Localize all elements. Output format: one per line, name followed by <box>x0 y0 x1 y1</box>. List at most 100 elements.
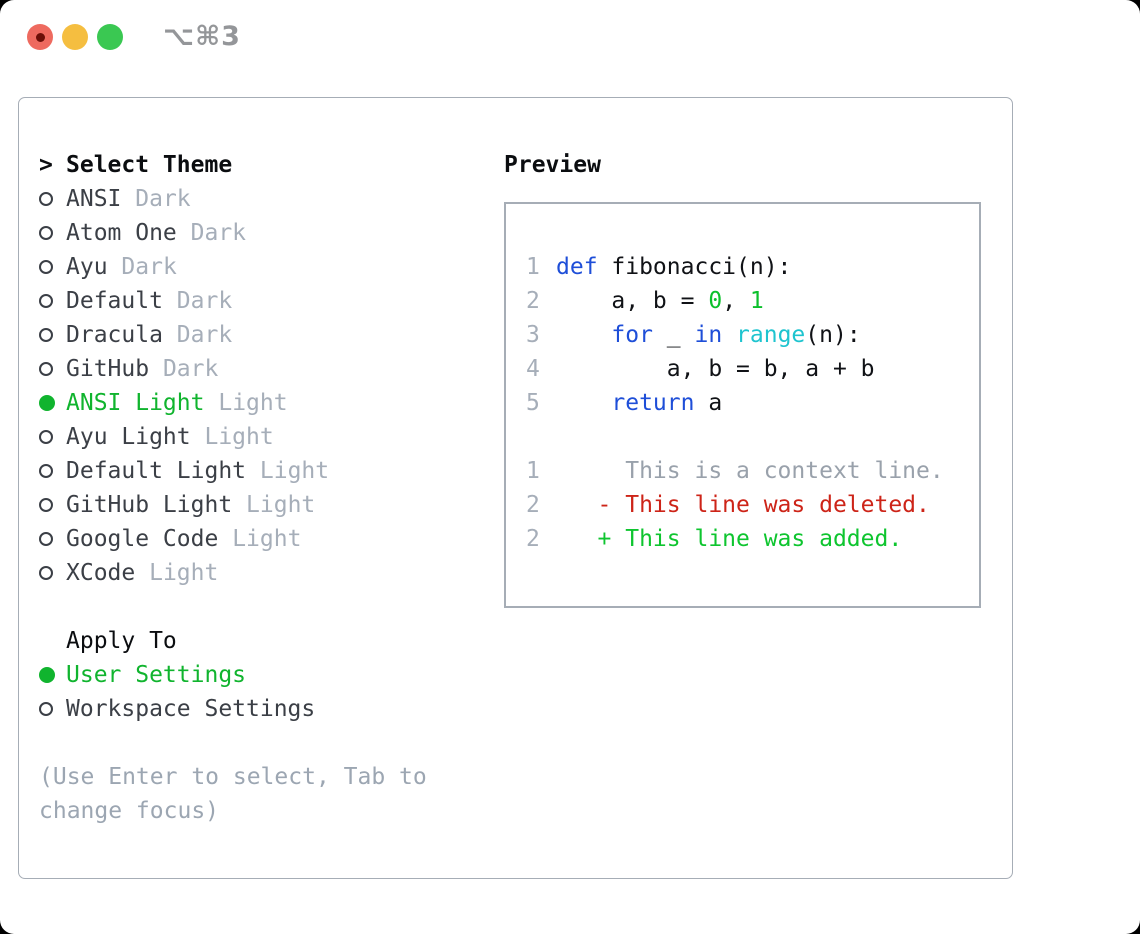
theme-option[interactable]: ANSI Dark <box>39 182 489 216</box>
traffic-lights <box>27 24 123 50</box>
code-token: for <box>611 322 653 348</box>
code-line: 1 def fibonacci(n): <box>526 250 979 284</box>
radio-unselected-icon <box>39 328 66 342</box>
code-token: (n): <box>805 322 861 348</box>
theme-option-text: Default Dark <box>66 284 232 318</box>
code-text: return a <box>556 386 722 420</box>
code-token: 1 <box>749 288 764 314</box>
theme-option-text: Atom One Dark <box>66 216 246 250</box>
theme-option[interactable]: Default Light Light <box>39 454 489 488</box>
radio-unselected-icon <box>39 532 66 546</box>
line-number: 4 <box>526 356 540 382</box>
close-button[interactable] <box>27 24 53 50</box>
theme-option-text: Dracula Dark <box>66 318 232 352</box>
code-token: fibonacci(n): <box>597 254 792 280</box>
theme-option[interactable]: Ayu Light Light <box>39 420 489 454</box>
diff-text: This is a context line. <box>556 458 944 484</box>
code-line: 5 return a <box>526 386 979 420</box>
radio-circle <box>39 362 53 376</box>
theme-option[interactable]: GitHub Dark <box>39 352 489 386</box>
code-token <box>556 390 611 416</box>
apply-to-option-text: User Settings <box>66 658 246 692</box>
theme-option[interactable]: Atom One Dark <box>39 216 489 250</box>
line-number: 1 <box>526 458 540 484</box>
radio-unselected-icon <box>39 498 66 512</box>
preview-label: Preview <box>504 152 601 178</box>
radio-unselected-icon <box>39 192 66 206</box>
radio-circle <box>39 328 53 342</box>
theme-name: GitHub Light <box>66 492 233 518</box>
radio-circle <box>39 464 53 478</box>
radio-circle <box>39 702 53 716</box>
apply-to-option[interactable]: User Settings <box>39 658 489 692</box>
apply-to-option[interactable]: Workspace Settings <box>39 692 489 726</box>
diff-line: 2 + This line was added. <box>526 522 979 556</box>
theme-variant-tag: Light <box>232 526 302 552</box>
select-theme-header: > Select Theme <box>39 148 489 182</box>
select-theme-label: Select Theme <box>66 152 233 178</box>
code-token: a <box>694 390 723 416</box>
hint-text: (Use Enter to select, Tab to change focu… <box>39 764 427 824</box>
theme-name: ANSI Light <box>66 390 205 416</box>
theme-option-text: Ayu Dark <box>66 250 177 284</box>
apply-to-name: User Settings <box>66 662 247 688</box>
line-number: 3 <box>526 322 540 348</box>
minimize-button[interactable] <box>62 24 88 50</box>
radio-circle <box>39 667 55 683</box>
close-dot-icon <box>35 32 45 42</box>
theme-option-text: Google Code Light <box>66 522 301 556</box>
theme-name: Ayu Light <box>66 424 191 450</box>
apply-to-name: Workspace Settings <box>66 696 316 722</box>
theme-variant-tag: Light <box>259 458 330 484</box>
code-token: def <box>556 254 598 280</box>
theme-option[interactable]: ANSI Light Light <box>39 386 489 420</box>
theme-option[interactable]: Default Dark <box>39 284 489 318</box>
theme-variant-tag: Dark <box>190 220 247 246</box>
theme-name: Atom One <box>66 220 177 246</box>
radio-unselected-icon <box>39 294 66 308</box>
line-number: 5 <box>526 390 540 416</box>
code-text: for _ in range(n): <box>556 318 861 352</box>
code-token <box>556 322 611 348</box>
theme-name: Default Light <box>66 458 247 484</box>
theme-name: ANSI <box>66 186 122 212</box>
diff-line: 1 This is a context line. <box>526 454 979 488</box>
theme-variant-tag: Dark <box>135 186 191 212</box>
line-number: 1 <box>526 254 540 280</box>
code-token: _ <box>652 322 695 348</box>
code-token: , <box>722 288 750 314</box>
code-token: a, b = <box>556 288 709 314</box>
theme-option[interactable]: Ayu Dark <box>39 250 489 284</box>
radio-circle <box>39 532 53 546</box>
theme-option[interactable]: GitHub Light Light <box>39 488 489 522</box>
diff-lines: 1 This is a context line.2 - This line w… <box>526 454 979 556</box>
theme-name: Ayu <box>66 254 108 280</box>
radio-circle <box>39 260 53 274</box>
theme-variant-tag: Dark <box>176 322 233 348</box>
theme-variant-tag: Dark <box>162 356 219 382</box>
theme-option[interactable]: XCode Light <box>39 556 489 590</box>
theme-option[interactable]: Dracula Dark <box>39 318 489 352</box>
code-line: 4 a, b = b, a + b <box>526 352 979 386</box>
code-lines: 1 def fibonacci(n): 2 a, b = 0, 1 3 for _ i… <box>526 250 979 420</box>
code-token: 0 <box>708 288 723 314</box>
theme-variant-tag: Light <box>204 424 274 450</box>
preview-box: 1 def fibonacci(n): 2 a, b = 0, 1 3 for _ i… <box>504 202 981 608</box>
preview-header: Preview <box>504 148 981 182</box>
diff-line: 2 - This line was deleted. <box>526 488 979 522</box>
apply-to-header: Apply To <box>39 624 489 658</box>
line-number: 2 <box>526 492 540 518</box>
theme-name: Google Code <box>66 526 219 552</box>
focus-caret-icon: > <box>39 152 53 178</box>
code-token: return <box>611 390 695 416</box>
theme-variant-tag: Light <box>149 560 219 586</box>
code-token <box>722 322 736 348</box>
radio-circle <box>39 430 53 444</box>
radio-circle <box>39 294 53 308</box>
theme-option[interactable]: Google Code Light <box>39 522 489 556</box>
zoom-button[interactable] <box>97 24 123 50</box>
line-number: 2 <box>526 288 540 314</box>
